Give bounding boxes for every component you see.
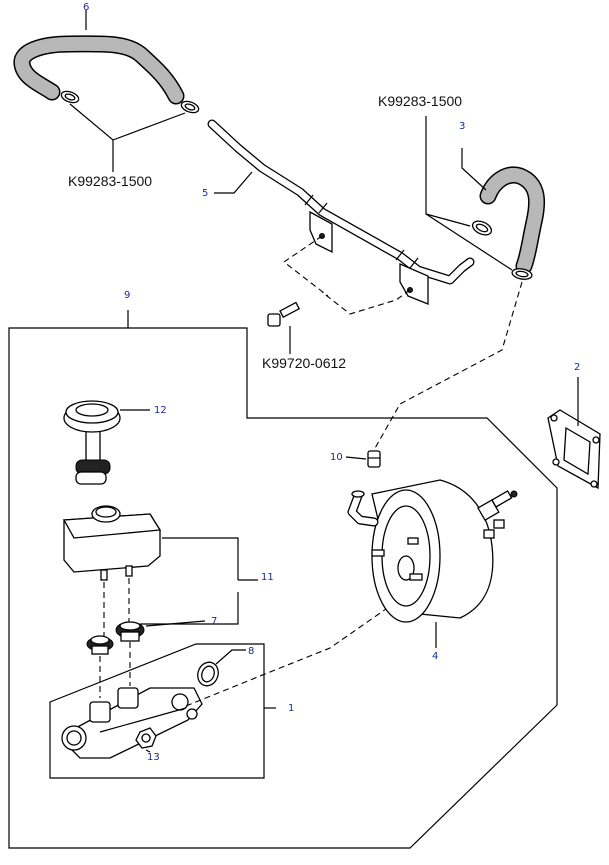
brake-booster [347, 479, 518, 623]
ref-3: 3 [459, 121, 465, 132]
vacuum-hose-right [479, 166, 546, 275]
part-number-clamp-right: K99283-1500 [378, 93, 462, 109]
ref-1: 1 [288, 703, 294, 714]
assembly-outline [8, 327, 558, 849]
ref-13: 13 [147, 752, 160, 763]
hose-clamp-right-lower [511, 268, 533, 280]
part-number-clamp-left: K99283-1500 [68, 173, 152, 189]
brake-fluid-reservoir [62, 505, 162, 581]
ref-11: 11 [261, 572, 274, 583]
grommet-right [115, 621, 145, 642]
ref-4: 4 [432, 651, 438, 662]
ref-10: 10 [330, 452, 343, 463]
gasket [547, 409, 601, 490]
hose-clamp-mid [180, 100, 200, 114]
ref-6: 6 [83, 2, 89, 13]
reservoir-cap [63, 400, 121, 485]
ref-2: 2 [574, 362, 580, 373]
master-cylinder-box [49, 643, 265, 779]
bolt [267, 301, 301, 327]
nut [135, 727, 157, 749]
vacuum-hose-upper [13, 35, 185, 105]
ref-9: 9 [124, 290, 130, 301]
ref-12: 12 [154, 405, 167, 416]
check-valve [367, 450, 381, 468]
ref-8: 8 [248, 646, 254, 657]
o-ring [197, 661, 219, 687]
ref-7: 7 [211, 616, 217, 627]
vacuum-pipe [207, 119, 475, 305]
part-number-bolt: K99720-0612 [262, 355, 346, 371]
hose-clamp-right-upper [471, 220, 493, 236]
hose-clamp-left [60, 90, 80, 104]
ref-5: 5 [202, 188, 208, 199]
master-cylinder [61, 687, 203, 759]
grommet-left [86, 635, 114, 655]
